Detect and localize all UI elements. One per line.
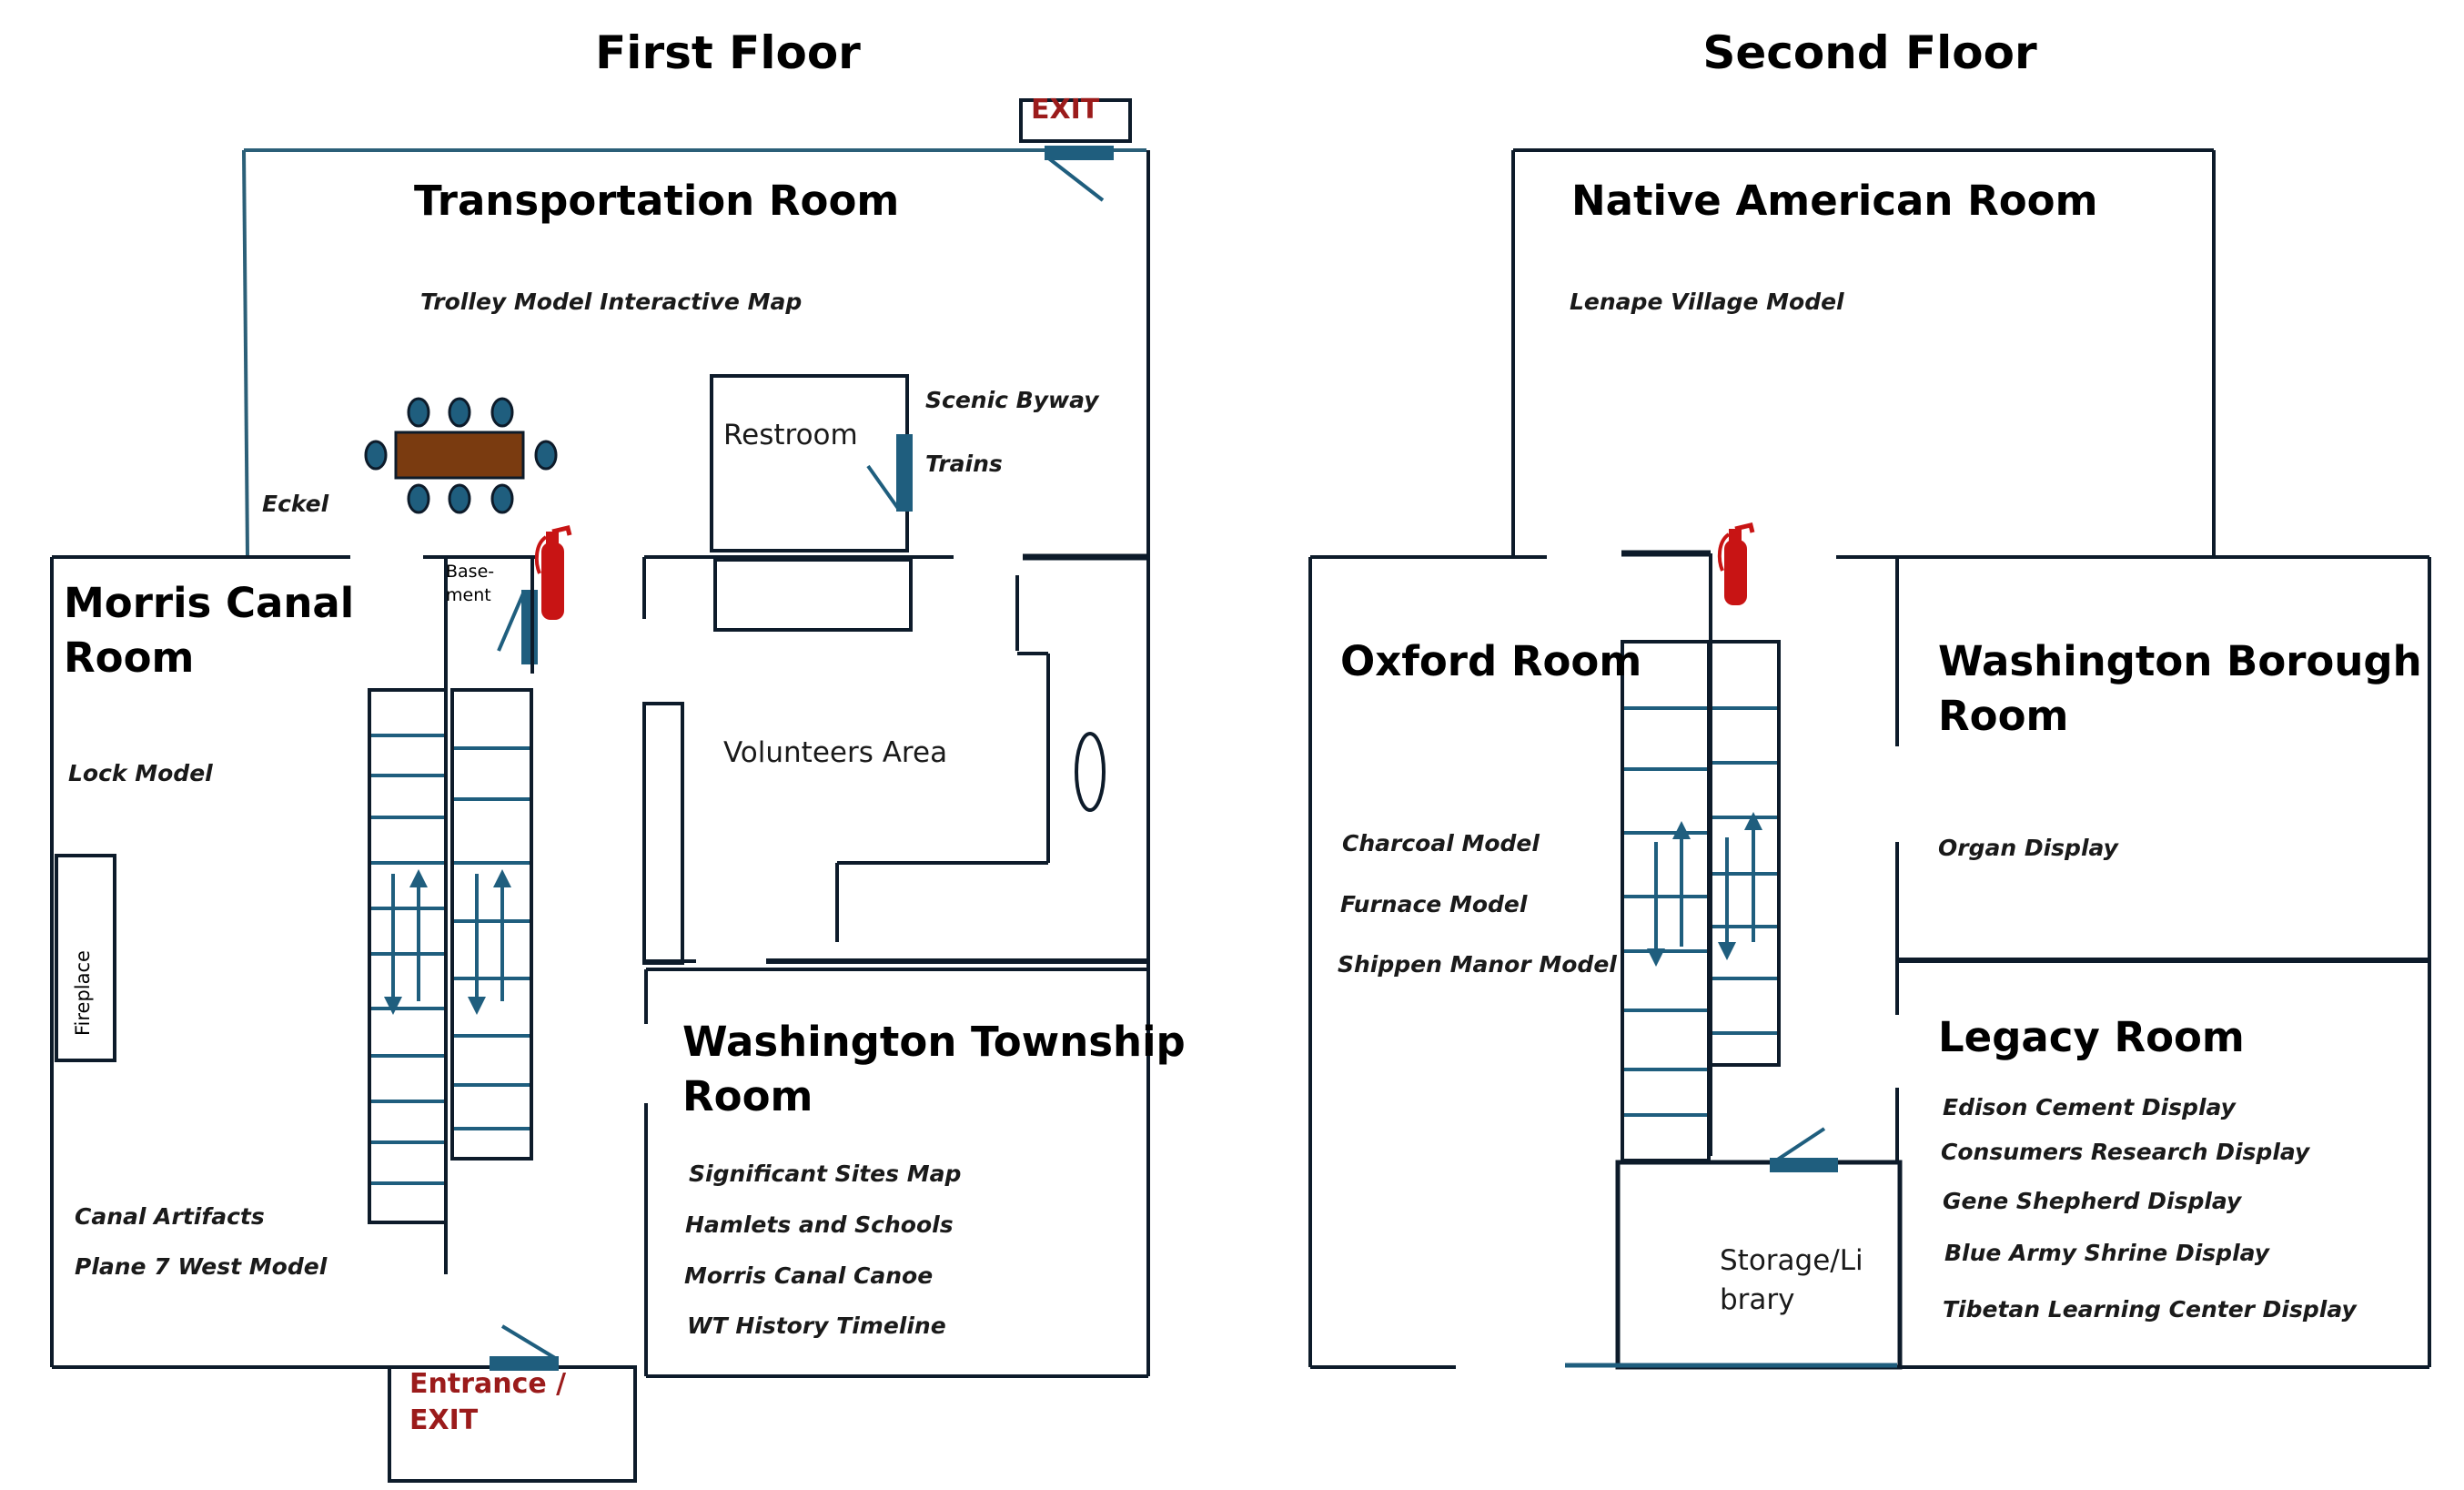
fireplace: Fireplace	[55, 854, 116, 1062]
exhibit-timeline: WT History Timeline	[687, 1313, 946, 1339]
second-floor-stairs	[1621, 640, 1781, 1162]
native-american-room-title: Native American Room	[1571, 177, 2097, 225]
stair-arrows-1	[384, 869, 511, 1015]
exhibit-lock-model: Lock Model	[68, 760, 213, 786]
chair	[407, 483, 430, 514]
volunteers-area-label: Volunteers Area	[723, 736, 947, 769]
fire-extinguisher-icon	[534, 525, 572, 620]
storage-door	[1770, 1158, 1838, 1172]
storage-label-1: Storage/Li	[1720, 1244, 1863, 1277]
top-exit: EXIT	[1019, 94, 1132, 202]
restroom-door	[896, 434, 913, 512]
first-floor-stairs	[368, 688, 533, 1224]
chair	[490, 483, 514, 514]
entrance: Entrance / EXIT	[388, 1324, 637, 1483]
exhibit-tibetan: Tibetan Learning Center Display	[1943, 1296, 2358, 1323]
first-floor: First Floor EXIT Fireplace	[50, 26, 1186, 1483]
entrance-label-1: Entrance /	[409, 1368, 566, 1400]
exhibit-shippen: Shippen Manor Model	[1338, 951, 1617, 978]
washington-township-room	[644, 968, 1148, 1378]
entrance-label-2: EXIT	[409, 1404, 479, 1436]
morris-canal-room-title-1: Morris Canal	[64, 579, 354, 627]
exhibit-edison: Edison Cement Display	[1943, 1094, 2237, 1120]
exhibit-significant-sites: Significant Sites Map	[689, 1161, 961, 1187]
chair	[448, 483, 471, 514]
exhibit-eckel: Eckel	[262, 491, 329, 517]
restroom: Restroom	[710, 374, 913, 552]
chair	[490, 397, 514, 428]
top-exit-door	[1045, 146, 1114, 160]
exhibit-canal-artifacts: Canal Artifacts	[75, 1203, 265, 1230]
exhibit-organ: Organ Display	[1938, 835, 2120, 861]
fireplace-label: Fireplace	[72, 950, 94, 1036]
exhibit-canoe: Morris Canal Canoe	[684, 1262, 933, 1289]
restroom-label: Restroom	[723, 419, 858, 451]
exhibit-plane7: Plane 7 West Model	[75, 1253, 328, 1280]
exhibit-gene: Gene Shepherd Display	[1943, 1188, 2243, 1214]
exhibit-trains: Trains	[925, 451, 1003, 477]
top-exit-label: EXIT	[1031, 94, 1100, 126]
exhibit-consumers: Consumers Research Display	[1941, 1139, 2311, 1165]
morris-canal-room-title-2: Room	[64, 634, 194, 682]
exhibit-hamlets: Hamlets and Schools	[685, 1211, 954, 1238]
washington-borough-room-title-1: Washington Borough	[1938, 637, 2422, 685]
volunteers-area-walls: Volunteers Area	[642, 555, 1148, 965]
chair	[448, 397, 471, 428]
basement-door	[521, 590, 538, 664]
entrance-door	[490, 1356, 559, 1371]
washington-township-room-title-1: Washington Township	[682, 1018, 1186, 1066]
native-american-room-walls	[1511, 148, 2216, 557]
washington-township-room-title-2: Room	[682, 1072, 813, 1120]
conference-table	[364, 397, 558, 514]
transportation-room-title: Transportation Room	[414, 177, 899, 225]
second-floor-title: Second Floor	[1702, 26, 2037, 79]
second-floor: Second Floor	[1308, 26, 2431, 1370]
washington-borough-room-title-2: Room	[1938, 692, 2068, 740]
exhibit-blue-army: Blue Army Shrine Display	[1944, 1240, 2271, 1266]
exhibit-charcoal: Charcoal Model	[1342, 830, 1540, 856]
chair	[407, 397, 430, 428]
fire-extinguisher-icon	[1717, 522, 1755, 605]
storage-label-2: brary	[1720, 1283, 1795, 1316]
legacy-room-title: Legacy Room	[1938, 1013, 2245, 1061]
exhibit-lenape: Lenape Village Model	[1570, 289, 1844, 315]
exhibit-trolley: Trolley Model Interactive Map	[420, 289, 802, 315]
chair	[534, 440, 558, 471]
transportation-room-walls	[242, 148, 1150, 1376]
basement-label-2: ment	[446, 585, 491, 605]
basement-label-1: Base-	[446, 562, 494, 582]
oxford-room-title: Oxford Room	[1340, 637, 1641, 685]
stair-arrows-2	[1647, 812, 1762, 967]
east-rooms-walls	[1836, 555, 2431, 1369]
storage-library: Storage/Li brary	[1565, 1127, 1903, 1370]
exhibit-furnace: Furnace Model	[1340, 891, 1528, 917]
first-floor-title: First Floor	[595, 26, 861, 79]
exhibit-scenic-byway: Scenic Byway	[925, 387, 1100, 413]
chair	[364, 440, 388, 471]
